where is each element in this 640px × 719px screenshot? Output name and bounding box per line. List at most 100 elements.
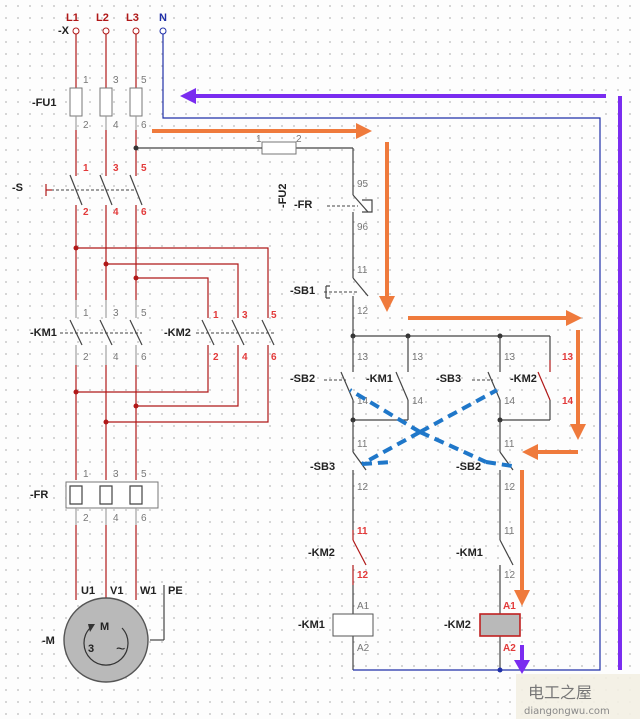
watermark: 电工之屋 diangongwu.com <box>516 674 640 719</box>
fu1-pin-4: 4 <box>113 120 119 131</box>
sb3-start-reverse <box>472 360 551 401</box>
km2-pin-6: 6 <box>271 352 277 363</box>
sb3-pin-12: 12 <box>357 482 369 493</box>
s-pin-1: 1 <box>83 163 89 174</box>
sb1-pin-11: 11 <box>357 265 368 276</box>
sb2-tag: -SB2 <box>290 373 315 385</box>
s-pin-6: 6 <box>141 207 147 218</box>
fu1-pin-6: 6 <box>141 120 147 131</box>
motor-u1: U1 <box>81 585 95 597</box>
km2-pin-4: 4 <box>242 352 248 363</box>
terminal-label-l2: L2 <box>96 12 109 24</box>
control-wires <box>133 34 601 673</box>
fu2-tag: -FU2 <box>277 184 289 208</box>
km1-pin-6: 6 <box>141 352 147 363</box>
contactor-km2-main <box>196 310 275 372</box>
fu1-pin-1: 1 <box>83 75 89 86</box>
motor-ac-symbol: ~ <box>116 641 125 658</box>
s-pin-2: 2 <box>83 207 89 218</box>
fr-pin-6: 6 <box>141 513 147 524</box>
km1-coil-tag: -KM1 <box>298 619 325 631</box>
sb3-pin-11: 11 <box>357 439 368 450</box>
fr-pin-5: 5 <box>141 469 147 480</box>
sb1-stop-button <box>324 268 369 305</box>
power-wires <box>73 34 269 600</box>
sb2-start-forward <box>324 360 409 401</box>
watermark-cn: 电工之屋 <box>528 683 592 702</box>
return-path-arrows <box>180 88 622 674</box>
motor-v1: V1 <box>110 585 123 597</box>
km2-pin-1: 1 <box>213 310 219 321</box>
fuse-fu1 <box>69 87 143 130</box>
fr-nc-contact <box>327 185 373 222</box>
sb1-tag: -SB1 <box>290 285 315 297</box>
sb2-pin-13: 13 <box>357 352 369 363</box>
fr-pin-1: 1 <box>83 469 89 480</box>
km2nc-pin-12: 12 <box>357 570 369 581</box>
current-path-arrows <box>152 123 586 606</box>
watermark-url: diangongwu.com <box>524 706 610 717</box>
km1-pin-13: 13 <box>412 352 424 363</box>
motor-m-letter: M <box>100 621 109 633</box>
km1-power-tag: -KM1 <box>30 327 57 339</box>
terminal-block-tag: -X <box>58 25 70 37</box>
sb1-pin-12: 12 <box>357 306 369 317</box>
sb3-pin-14: 14 <box>504 396 516 407</box>
sb2-pin-11: 11 <box>504 439 515 450</box>
fu2-pin-1: 1 <box>256 134 262 145</box>
terminal-label-l1: L1 <box>66 12 79 24</box>
terminal-l1 <box>72 27 80 35</box>
motor-w1: W1 <box>140 585 157 597</box>
km1-pin-5: 5 <box>141 308 147 319</box>
sb3-nc-tag: -SB3 <box>310 461 335 473</box>
switch-s <box>45 170 143 215</box>
fr-pin-4: 4 <box>113 513 119 524</box>
fu2-pin-2: 2 <box>296 134 302 145</box>
km2-pin-13: 13 <box>562 352 574 363</box>
km2-nc-tag: -KM2 <box>308 547 335 559</box>
fr-pin-3: 3 <box>113 469 119 480</box>
fuse-fu2 <box>254 141 297 155</box>
km1-a1: A1 <box>357 601 370 612</box>
sb2-pin-14: 14 <box>357 396 369 407</box>
terminal-n <box>159 27 167 35</box>
s-pin-3: 3 <box>113 163 119 174</box>
km1-pin-2: 2 <box>83 352 89 363</box>
thermal-relay-fr <box>65 481 159 525</box>
fu1-pin-2: 2 <box>83 120 89 131</box>
km1-nc-tag: -KM1 <box>456 547 483 559</box>
motor-phase: 3 <box>88 643 94 655</box>
terminal-l3 <box>132 27 140 35</box>
fr-pin-2: 2 <box>83 513 89 524</box>
fr-power-tag: -FR <box>30 489 48 501</box>
km2-power-tag: -KM2 <box>164 327 191 339</box>
terminal-l2 <box>102 27 110 35</box>
fr-control-tag: -FR <box>294 199 312 211</box>
km1nc-pin-12: 12 <box>504 570 516 581</box>
km1-a2: A2 <box>357 643 370 654</box>
fu1-pin-3: 3 <box>113 75 119 86</box>
contactor-km1-main <box>60 300 143 365</box>
switch-s-tag: -S <box>12 182 23 194</box>
fu1-tag: -FU1 <box>32 97 56 109</box>
fr-pin-95: 95 <box>357 179 369 190</box>
sb3-tag: -SB3 <box>436 373 461 385</box>
km2-coil-tag: -KM2 <box>444 619 471 631</box>
s-pin-5: 5 <box>141 163 147 174</box>
km2-a2: A2 <box>503 643 516 654</box>
interlock-nc-contacts <box>352 530 514 585</box>
s-pin-4: 4 <box>113 207 119 218</box>
km1-pin-1: 1 <box>83 308 89 319</box>
terminal-label-l3: L3 <box>126 12 139 24</box>
km2-a1: A1 <box>503 601 516 612</box>
km2-pin-5: 5 <box>271 310 277 321</box>
km2-coil <box>479 613 521 637</box>
fr-pin-96: 96 <box>357 222 369 233</box>
km1-coil <box>332 613 374 637</box>
motor-m <box>63 597 149 683</box>
km1-pin-4: 4 <box>113 352 119 363</box>
km1-aux-tag: -KM1 <box>366 373 393 385</box>
km2-aux-tag: -KM2 <box>510 373 537 385</box>
motor-tag: -M <box>42 635 55 647</box>
